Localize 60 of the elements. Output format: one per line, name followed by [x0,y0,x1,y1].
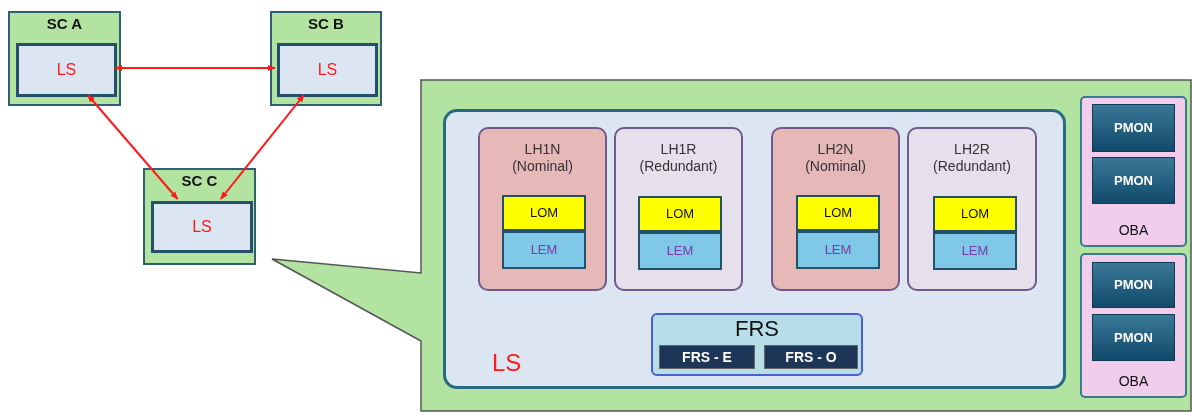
node-label: LOM [822,205,854,221]
subsystem-box [151,201,253,253]
module-box [638,232,722,270]
module-box [933,196,1017,232]
module-box [638,196,722,232]
node-label: PMON [1113,172,1154,189]
double-arrow [86,94,179,200]
node-label: PMON [1113,277,1154,293]
node-label: FRS - O [784,348,838,366]
node-label: LEM [823,242,853,258]
frs-unit-box [764,345,858,369]
node-label: LH2R (Redundant) [932,141,1012,175]
panel-label: LS [492,349,522,378]
subsystem-box [277,43,378,97]
node-label: FRS - E [681,348,733,366]
frs-unit-box [659,345,755,369]
oba-box [1080,253,1187,398]
module-card [907,127,1037,291]
module-box [933,232,1017,270]
module-box [796,231,880,269]
pmon-box [1092,314,1175,361]
subsystem-panel [443,109,1066,389]
module-card [478,127,607,291]
node-label: LH2N (Nominal) [804,141,867,175]
oba-box [1080,96,1187,247]
spacecraft-box [270,11,382,106]
spacecraft-box [143,168,256,265]
module-box [796,195,880,231]
node-label: SC A [45,15,84,33]
spacecraft-box [8,11,121,106]
node-label: LS [191,217,213,237]
node-label: FRS [734,316,780,343]
node-label: SC C [180,172,219,190]
module-box [502,195,586,231]
double-arrow [114,64,276,72]
node-label: LS [316,60,339,80]
node-label: LOM [528,205,560,221]
frs-box [651,313,863,376]
node-label: LEM [529,242,559,258]
node-label: LH1R (Redundant) [638,141,719,175]
module-card [614,127,743,291]
pmon-box [1092,157,1175,204]
node-label: LS [55,60,78,80]
node-label: PMON [1113,120,1154,136]
node-label: OBA [1117,222,1150,239]
pmon-box [1092,262,1175,308]
pmon-box [1092,104,1175,152]
callout-panel [270,79,1192,412]
node-label: SC B [307,15,345,33]
module-card [771,127,900,291]
node-label: LOM [664,206,696,222]
node-label: LOM [959,206,991,222]
node-label: LEM [960,243,990,259]
node-label: LEM [665,243,695,259]
node-label: OBA [1117,373,1150,390]
module-box [502,231,586,269]
node-label: PMON [1113,329,1154,346]
double-arrow [219,94,305,200]
node-label: LH1N (Nominal) [511,141,574,175]
subsystem-box [16,43,117,97]
